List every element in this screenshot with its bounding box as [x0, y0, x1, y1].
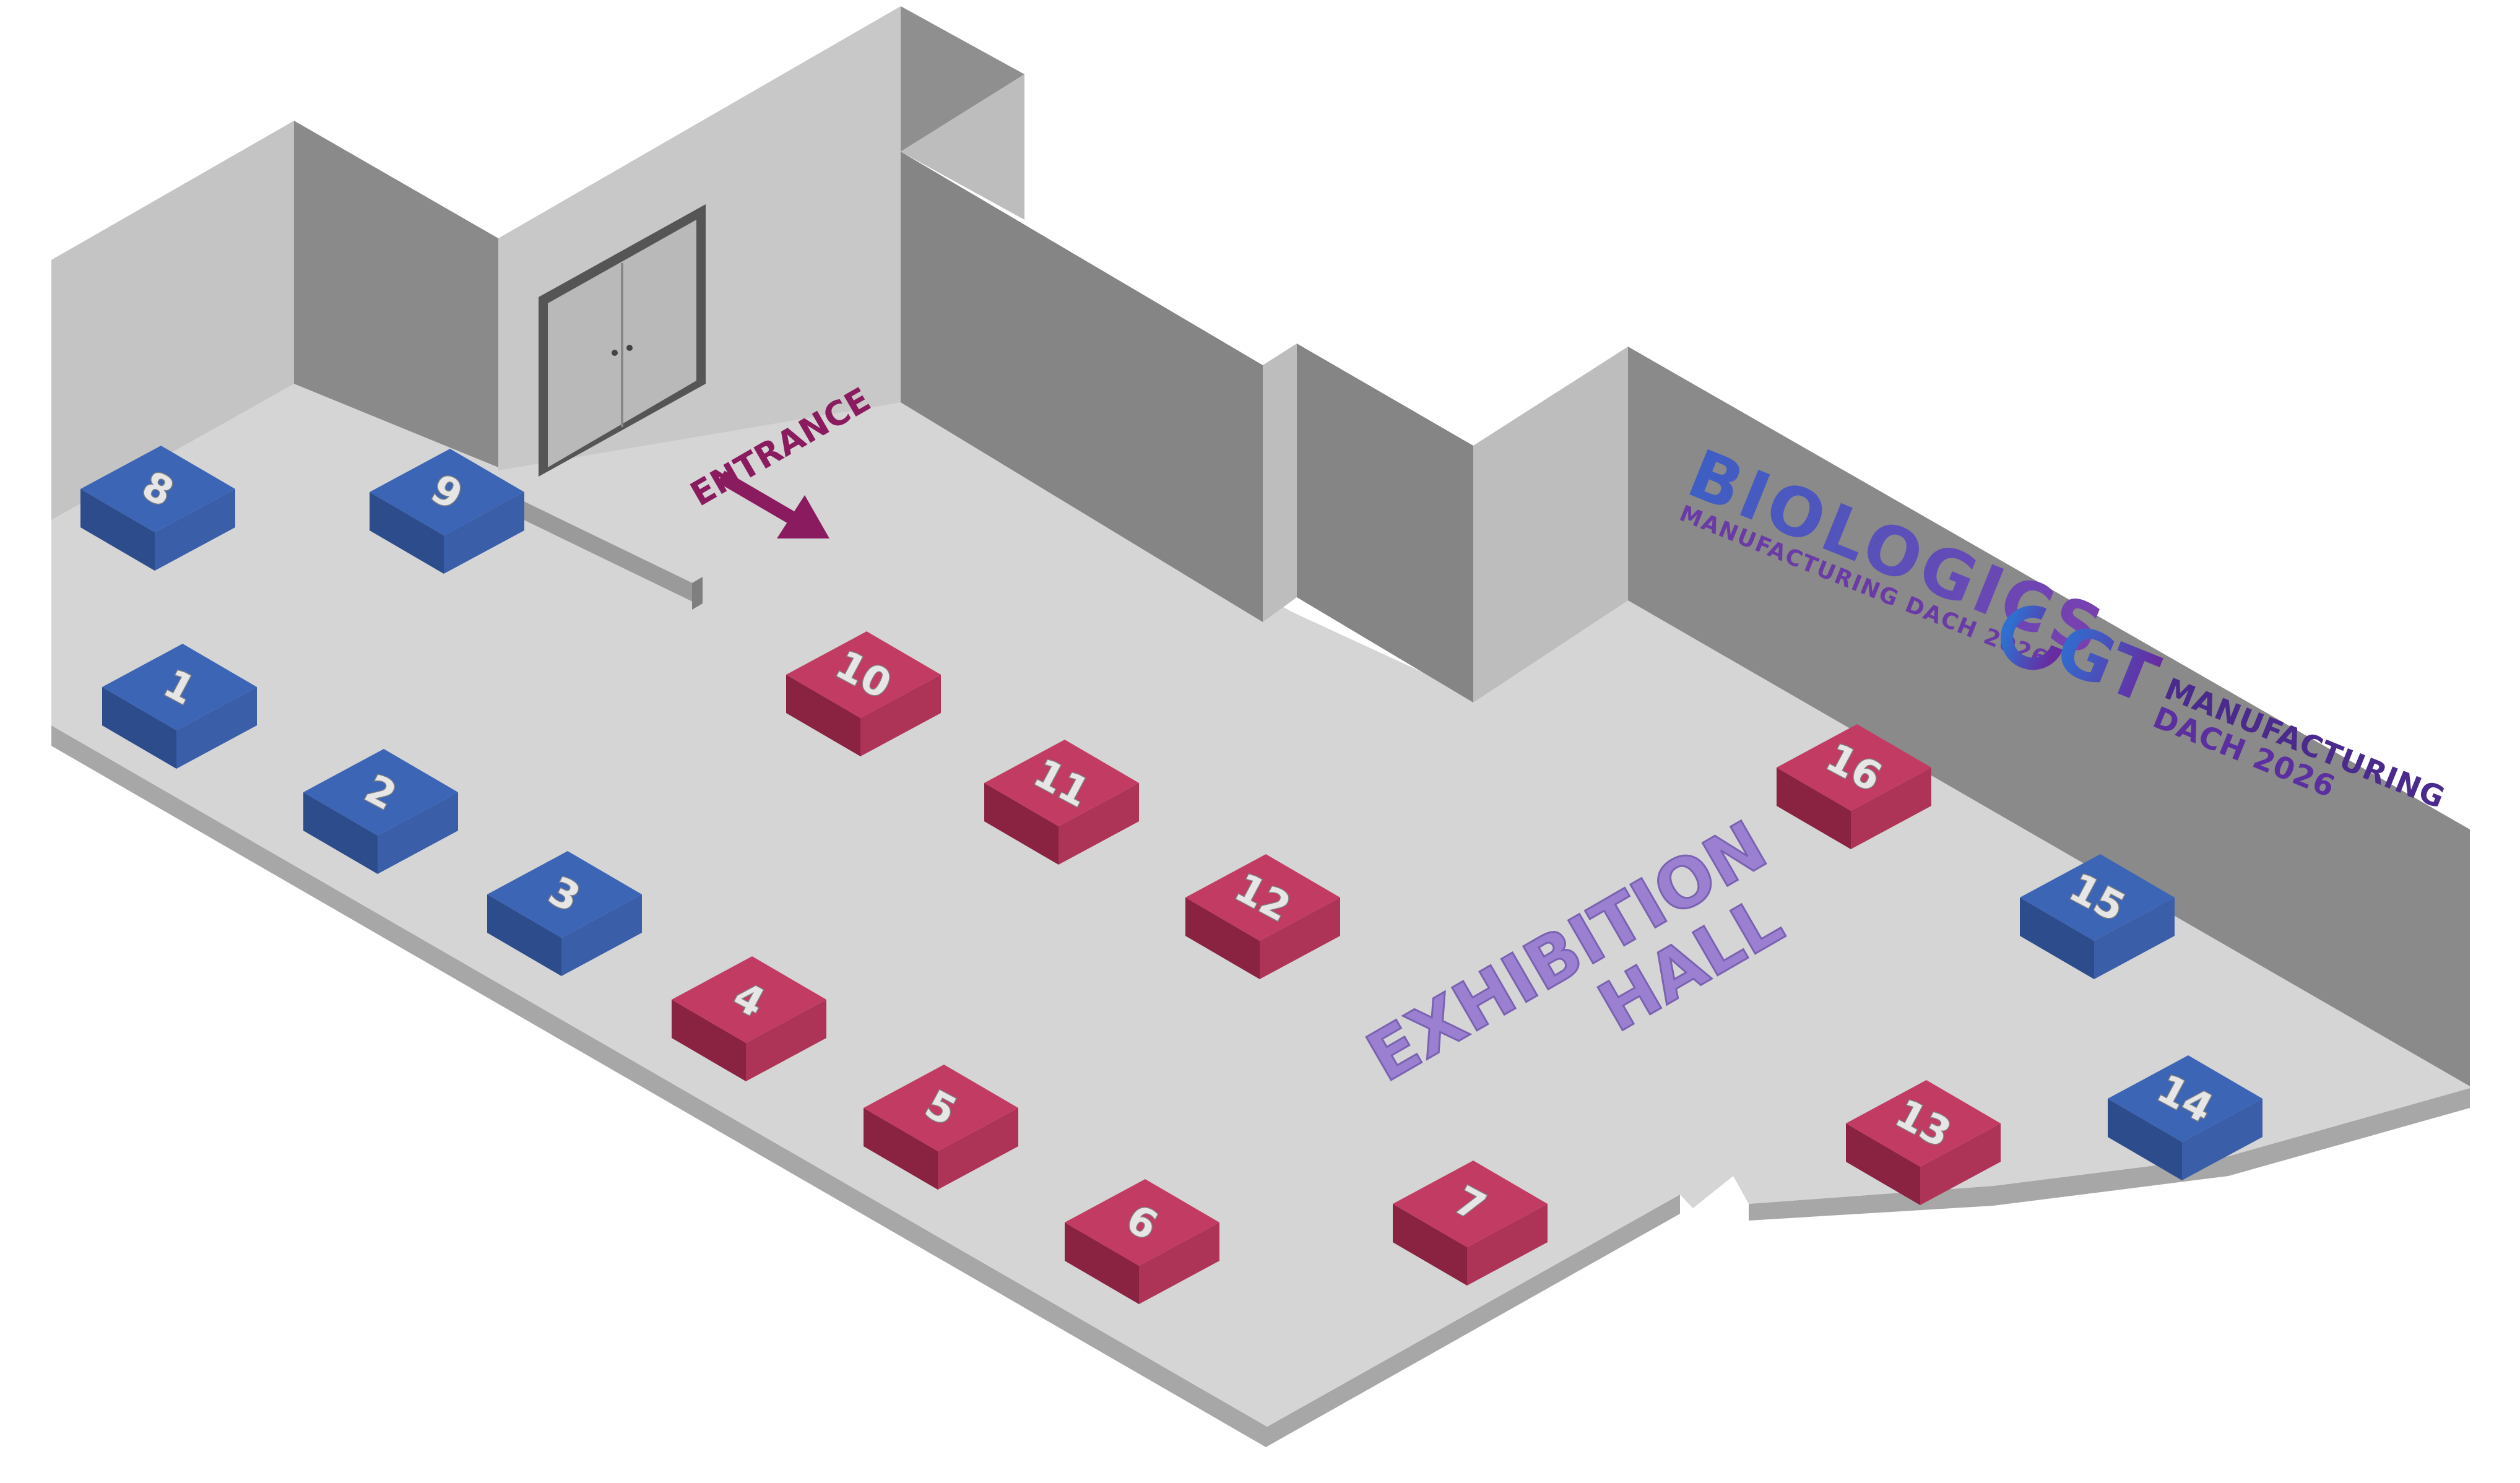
left-wall — [51, 121, 294, 520]
top-wall-block-right — [901, 74, 1024, 220]
booth-face-right — [2182, 1099, 2262, 1180]
entrance-partition — [498, 489, 696, 603]
pillar-front — [1263, 344, 1297, 622]
booth-5[interactable]: 5 — [864, 1065, 1018, 1190]
booth-1[interactable]: 1 — [102, 644, 257, 769]
booth-10[interactable]: 10 — [786, 631, 941, 756]
booth-face-right — [746, 1000, 826, 1081]
booth-top — [1065, 1179, 1219, 1266]
booth-top — [102, 644, 257, 730]
booth-top — [80, 446, 235, 532]
booth-top — [1185, 854, 1340, 941]
booth-top — [786, 631, 941, 718]
booth-face-left — [1065, 1222, 1139, 1304]
entrance-arrow-icon — [717, 470, 829, 538]
booth-face-left — [2108, 1099, 2182, 1180]
booth-top — [487, 851, 642, 938]
booth-face-left — [984, 783, 1059, 865]
top-wall-block-top — [901, 6, 1024, 152]
booth-12[interactable]: 12 — [1185, 854, 1340, 979]
booth-15[interactable]: 15 — [2020, 854, 2175, 979]
booth-7[interactable]: 7 — [1393, 1161, 1548, 1286]
booth-face-right — [2094, 897, 2175, 979]
booth-top — [672, 956, 826, 1043]
floor-slab-edge-right — [1749, 1088, 2470, 1221]
right-wall — [1628, 347, 2470, 1086]
booth-face-left — [786, 675, 860, 756]
step-wall — [1473, 347, 1628, 703]
booth-face-left — [672, 1000, 746, 1081]
booth-face-right — [378, 792, 458, 874]
booth-2[interactable]: 2 — [303, 749, 458, 874]
booth-face-left — [2020, 897, 2094, 979]
booth-top — [303, 749, 458, 836]
booth-4[interactable]: 4 — [672, 956, 826, 1081]
booth-3[interactable]: 3 — [487, 851, 642, 976]
booth-face-left — [80, 489, 155, 571]
booth-face-left — [102, 687, 176, 769]
booth-13[interactable]: 13 — [1846, 1080, 2001, 1205]
booth-face-right — [176, 687, 257, 769]
booth-top — [2020, 854, 2175, 941]
booth-face-left — [1846, 1123, 1920, 1205]
booth-face-right — [444, 492, 524, 574]
booth-face-right — [1059, 783, 1139, 865]
booth-6[interactable]: 6 — [1065, 1179, 1219, 1304]
booth-face-left — [1393, 1204, 1467, 1286]
booth-face-left — [1777, 767, 1851, 849]
center-wall — [901, 152, 1263, 622]
entrance-door[interactable] — [539, 204, 706, 477]
booth-face-right — [1851, 767, 1931, 849]
booth-face-left — [864, 1108, 938, 1190]
booth-top — [1777, 724, 1931, 811]
booth-face-right — [938, 1108, 1018, 1190]
booth-top — [1393, 1161, 1548, 1247]
booth-face-right — [561, 894, 642, 976]
booth-face-left — [487, 894, 561, 976]
booth-8[interactable]: 8 — [80, 446, 235, 571]
booth-face-right — [155, 489, 235, 571]
booth-face-right — [1260, 897, 1340, 979]
booth-face-left — [370, 492, 444, 574]
booth-top — [2108, 1055, 2262, 1142]
booth-face-right — [1139, 1222, 1219, 1304]
booth-top — [1846, 1080, 2001, 1167]
booth-11[interactable]: 11 — [984, 740, 1139, 865]
booth-14[interactable]: 14 — [2108, 1055, 2262, 1180]
booth-face-right — [1920, 1123, 2001, 1205]
booth-9[interactable]: 9 — [370, 449, 524, 574]
booth-face-left — [303, 792, 378, 874]
booth-face-right — [860, 675, 941, 756]
booth-top — [864, 1065, 1018, 1151]
booth-face-left — [1185, 897, 1260, 979]
pillar-side — [1297, 344, 1473, 703]
booth-top — [984, 740, 1139, 826]
booth-face-right — [1467, 1204, 1548, 1286]
booth-16[interactable]: 16 — [1777, 724, 1931, 849]
booth-top — [370, 449, 524, 535]
alcove-side-wall — [294, 121, 498, 467]
